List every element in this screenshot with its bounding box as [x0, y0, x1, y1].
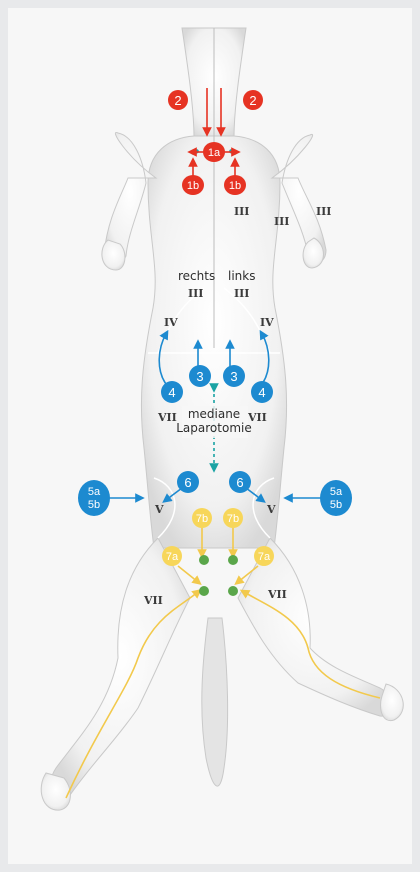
svg-text:7b: 7b	[227, 513, 239, 525]
badge-2-left: 2	[168, 90, 188, 110]
badge-7a-left: 7a	[162, 546, 182, 566]
svg-text:6: 6	[184, 475, 191, 490]
region-label-v-right: V	[266, 503, 276, 516]
svg-text:2: 2	[249, 93, 256, 108]
svg-text:5a: 5a	[88, 486, 101, 498]
region-label-vii-mid-left: VII	[157, 411, 177, 424]
svg-text:3: 3	[196, 369, 203, 384]
svg-text:7a: 7a	[258, 551, 271, 563]
badge-3-right: 3	[223, 365, 245, 387]
svg-text:5a: 5a	[330, 486, 343, 498]
badge-2-right: 2	[243, 90, 263, 110]
svg-text:7a: 7a	[166, 551, 179, 563]
svg-text:6: 6	[236, 475, 243, 490]
region-label-iv-left: IV	[164, 316, 178, 329]
svg-text:3: 3	[230, 369, 237, 384]
badge-4-right: 4	[251, 381, 273, 403]
svg-text:5b: 5b	[88, 499, 100, 511]
badge-5ab-right: 5a 5b	[320, 480, 352, 516]
left-hindleg-shape	[50, 538, 190, 801]
laparotomy-label-line1: mediane	[188, 407, 240, 421]
region-label-iii-links: III	[234, 287, 249, 300]
side-label-rechts: rechts	[178, 269, 215, 283]
badge-1a: 1a	[203, 142, 225, 162]
badge-6-left: 6	[177, 471, 199, 493]
side-label-links: links	[228, 269, 255, 283]
region-label-iii-rechts: III	[188, 287, 203, 300]
region-label-iii-center: III	[234, 205, 249, 218]
svg-text:1a: 1a	[208, 147, 221, 159]
green-block-points	[199, 555, 238, 596]
badge-7b-right: 7b	[223, 508, 243, 528]
svg-text:7b: 7b	[196, 513, 208, 525]
badge-3-left: 3	[189, 365, 211, 387]
region-label-v-left: V	[154, 503, 164, 516]
laparotomy-label-line2: Laparotomie	[176, 421, 251, 435]
svg-text:4: 4	[258, 385, 265, 400]
badge-5ab-left: 5a 5b	[78, 480, 110, 516]
svg-text:2: 2	[174, 93, 181, 108]
region-label-iii-right: III	[274, 215, 289, 228]
badge-4-left: 4	[161, 381, 183, 403]
svg-text:4: 4	[168, 385, 175, 400]
badge-6-right: 6	[229, 471, 251, 493]
right-hoof-hind	[381, 684, 404, 721]
svg-text:1b: 1b	[187, 180, 199, 192]
badge-7b-left: 7b	[192, 508, 212, 528]
badge-1b-right: 1b	[224, 175, 246, 195]
region-label-iv-right: IV	[260, 316, 274, 329]
region-label-vii-low-right: VII	[267, 588, 287, 601]
badge-1b-left: 1b	[182, 175, 204, 195]
tail-shape	[202, 618, 228, 786]
region-label-iii-far-right: III	[316, 205, 331, 218]
badge-7a-right: 7a	[254, 546, 274, 566]
region-label-vii-low-left: VII	[143, 594, 163, 607]
svg-text:5b: 5b	[330, 499, 342, 511]
diagram-frame: 2 2 1a 1b 1b III III III rechts links II…	[8, 8, 412, 864]
svg-text:1b: 1b	[229, 180, 241, 192]
horse-nerve-block-diagram: 2 2 1a 1b 1b III III III rechts links II…	[8, 8, 412, 864]
